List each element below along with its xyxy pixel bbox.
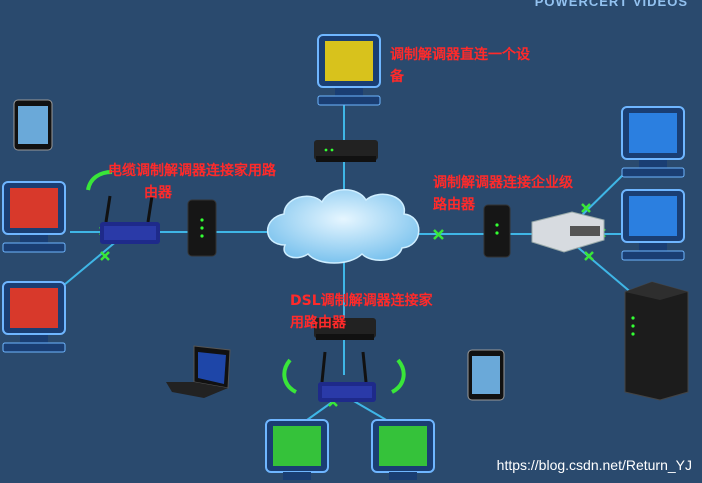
monitor-red-lower	[2, 281, 66, 353]
label-direct-line-1: 调制解调器直连一个设	[390, 47, 530, 63]
modem-right	[483, 204, 511, 258]
junction-marker-switch-top	[581, 203, 591, 213]
wireless-router-bottom	[282, 351, 406, 402]
monitor-yellow	[317, 34, 381, 106]
monitor-green-right	[371, 419, 435, 480]
brand-text: POWERCERT VIDEOS	[534, 0, 688, 9]
link-switch-monitor-top	[574, 169, 629, 223]
laptop	[166, 345, 231, 398]
label-enterprise-line-2: 路由器	[433, 197, 475, 213]
label-dsl-line-1: DSL调制解调器连接家	[290, 293, 433, 309]
tablet-left	[13, 99, 53, 151]
enterprise-switch	[531, 211, 605, 253]
modem-bottom	[314, 318, 376, 340]
label-dsl-line-2: 用路由器	[290, 315, 346, 331]
label-cable-line-2: 由器	[144, 185, 172, 201]
internet-cloud	[267, 189, 420, 264]
junction-marker-left-bottom	[100, 251, 110, 261]
modem-left	[187, 199, 217, 257]
modem-top	[314, 140, 378, 162]
label-direct: 调制解调器直连一个设 备	[390, 44, 530, 88]
monitor-green-left	[265, 419, 329, 480]
label-dsl: DSL调制解调器连接家 用路由器	[290, 290, 433, 334]
label-enterprise: 调制解调器连接企业级 路由器	[433, 172, 573, 216]
monitor-blue-upper	[621, 106, 685, 178]
label-enterprise-line-1: 调制解调器连接企业级	[433, 175, 573, 191]
label-cable: 电缆调制解调器连接家用路 由器	[108, 160, 276, 204]
label-direct-line-2: 备	[390, 69, 404, 85]
monitor-red-upper	[2, 181, 66, 253]
label-cable-line-1: 电缆调制解调器连接家用路	[108, 163, 276, 179]
wireless-router-left	[86, 170, 160, 244]
monitor-blue-lower	[621, 189, 685, 261]
junction-marker-right-cloud	[433, 229, 444, 240]
tablet-bottom	[467, 349, 505, 401]
watermark: https://blog.csdn.net/Return_YJ	[496, 457, 692, 473]
server-tower	[624, 281, 689, 401]
junction-marker-switch-bottom	[584, 251, 594, 261]
